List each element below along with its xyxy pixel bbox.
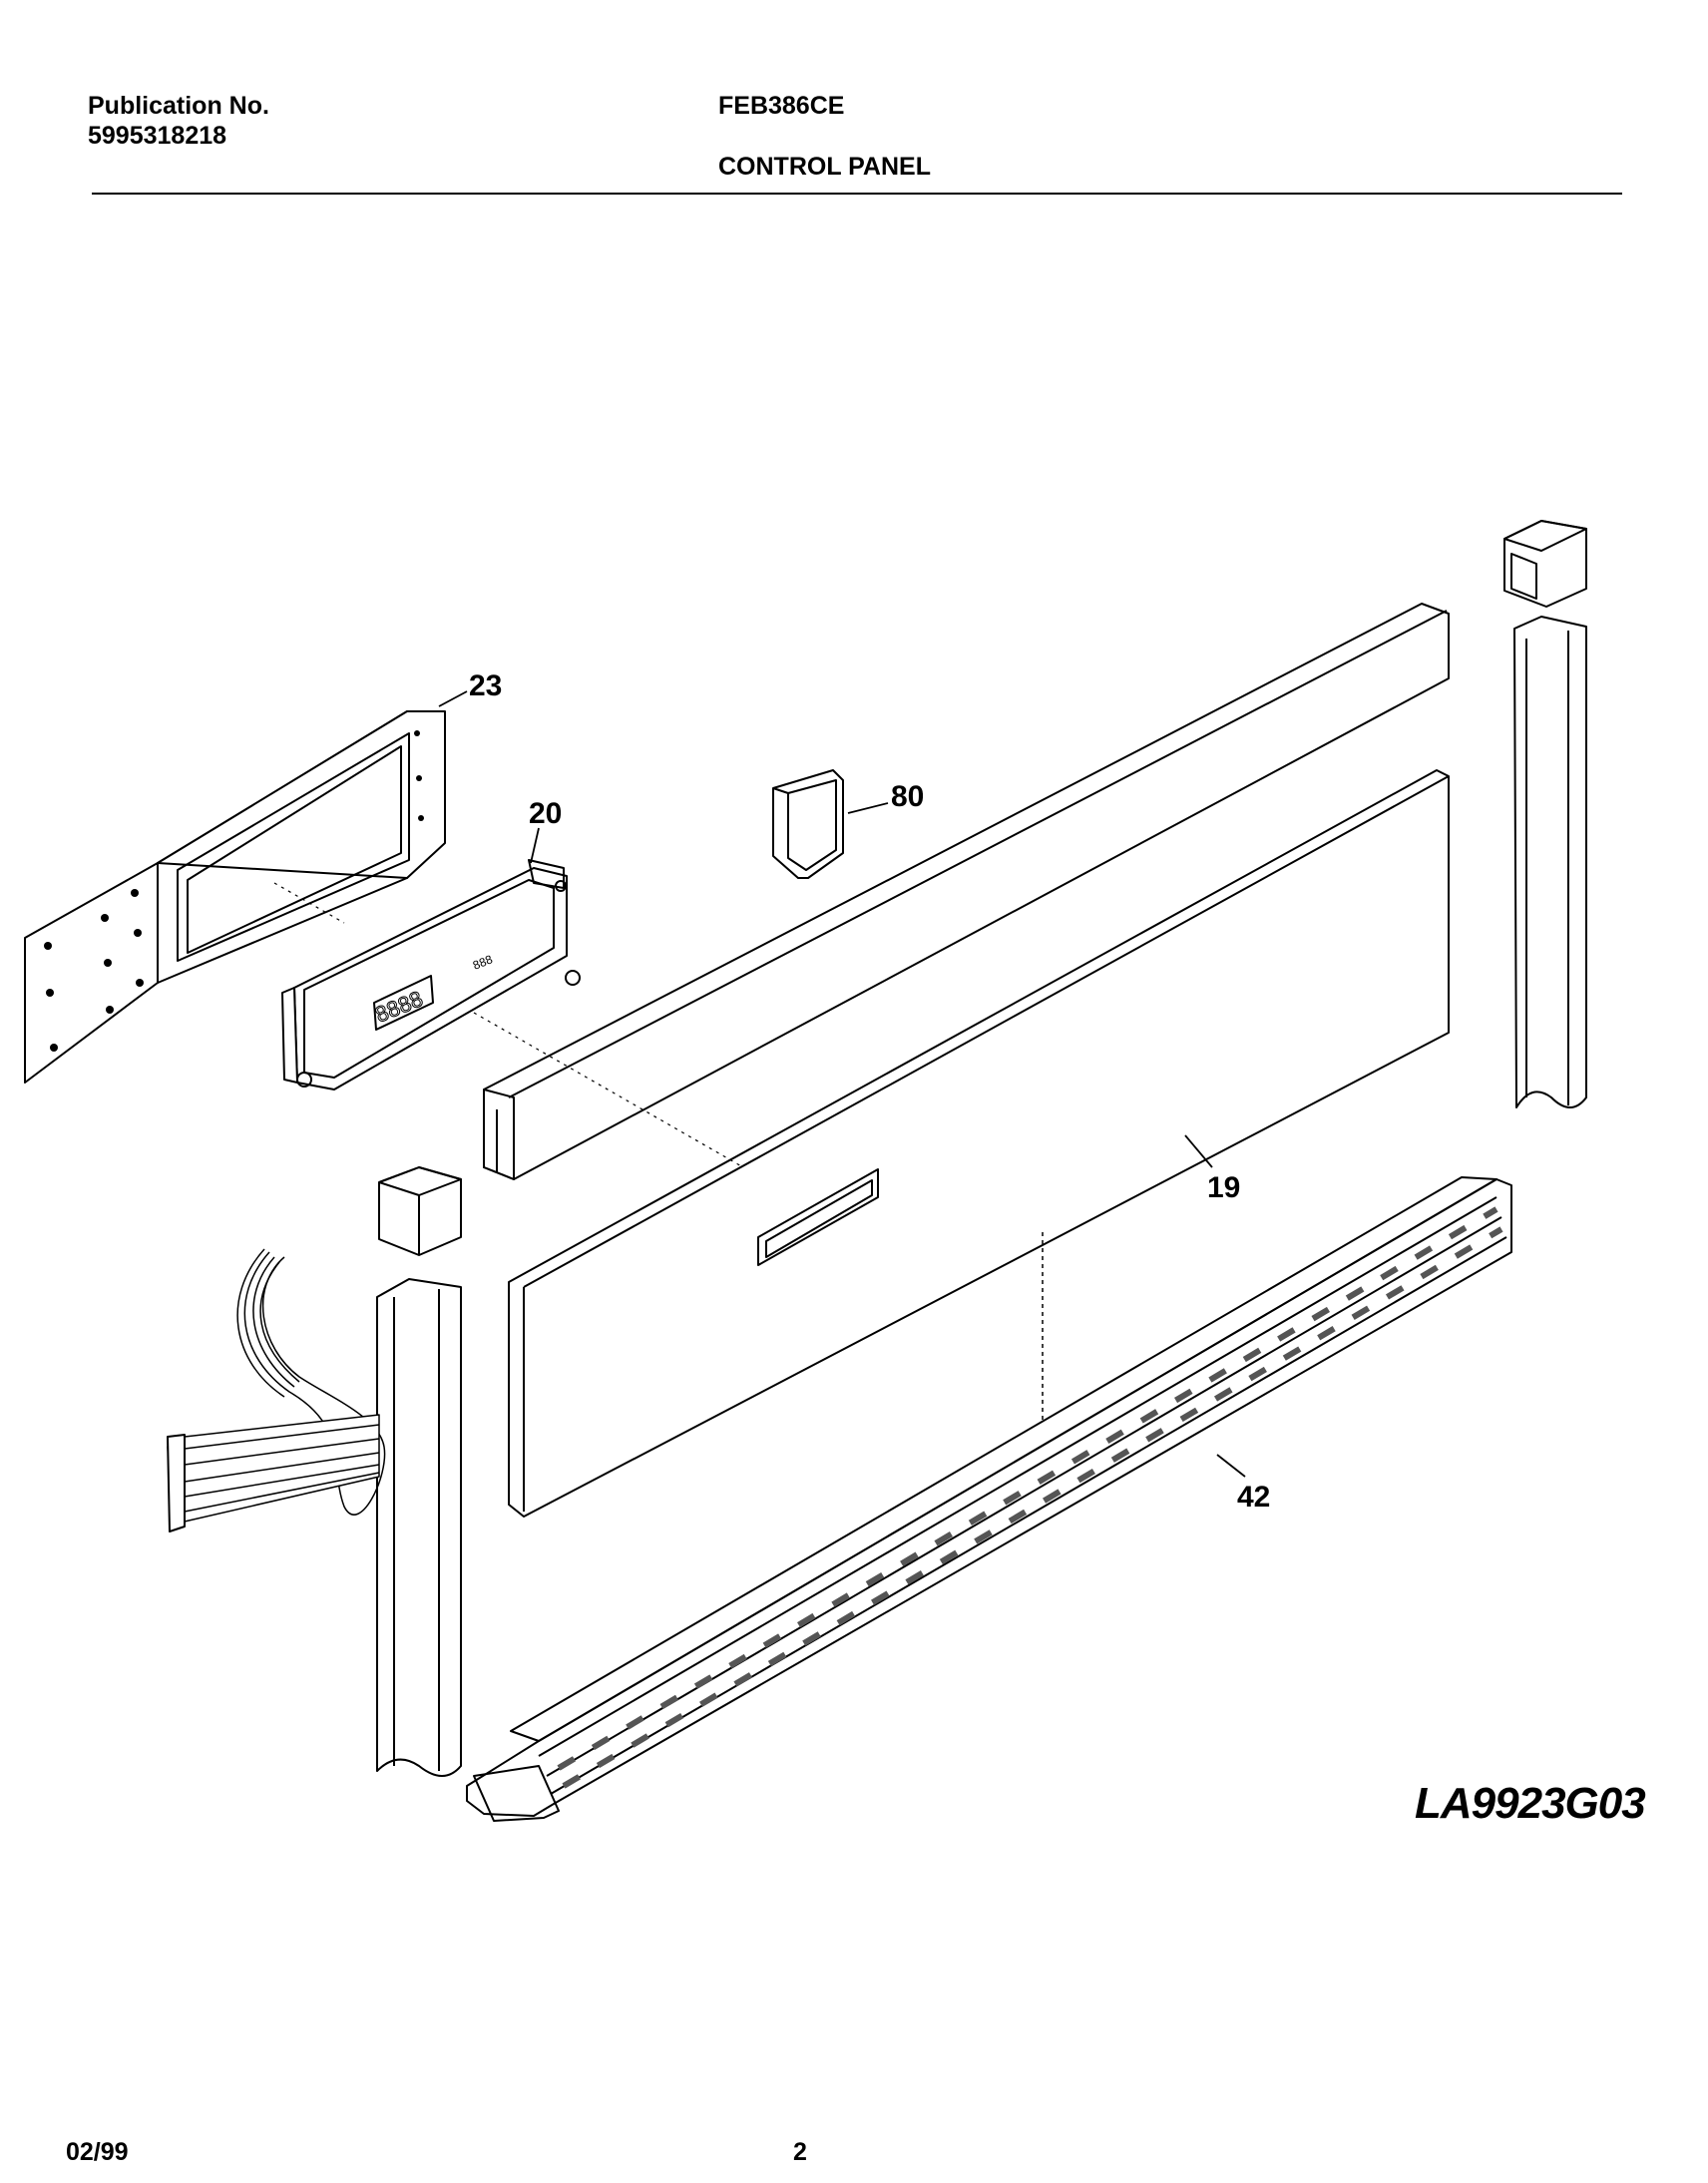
left-end-cap [378,1166,462,1256]
callout-20: 20 [529,797,562,830]
publication-number: 5995318218 [88,122,227,150]
callout-19: 19 [1207,1171,1240,1204]
figure-code: LA9923G03 [1415,1779,1646,1828]
model-number: FEB386CE [718,92,845,120]
top-trim-extrusion [483,603,1450,1180]
callout-80: 80 [891,780,924,813]
part-42-bottom-extrusion [466,1176,1512,1822]
callout-42: 42 [1237,1481,1270,1514]
right-post [1513,616,1587,1108]
publication-label: Publication No. [88,92,269,120]
header-rule [92,193,1622,195]
page-number: 2 [793,2138,807,2166]
part-20-control-board: 8888 888 [281,859,581,1091]
leader-lines [438,690,1246,1478]
part-80-connector [772,769,844,879]
left-post [376,1278,462,1777]
wire-harness [167,1248,386,1532]
part-19-control-panel [508,769,1450,1518]
right-end-cap [1503,520,1587,608]
callout-23: 23 [469,669,502,702]
alignment-lines [273,882,744,1168]
part-23-bracket [24,710,446,1084]
footer-date: 02/99 [66,2138,129,2166]
section-title: CONTROL PANEL [718,153,931,181]
